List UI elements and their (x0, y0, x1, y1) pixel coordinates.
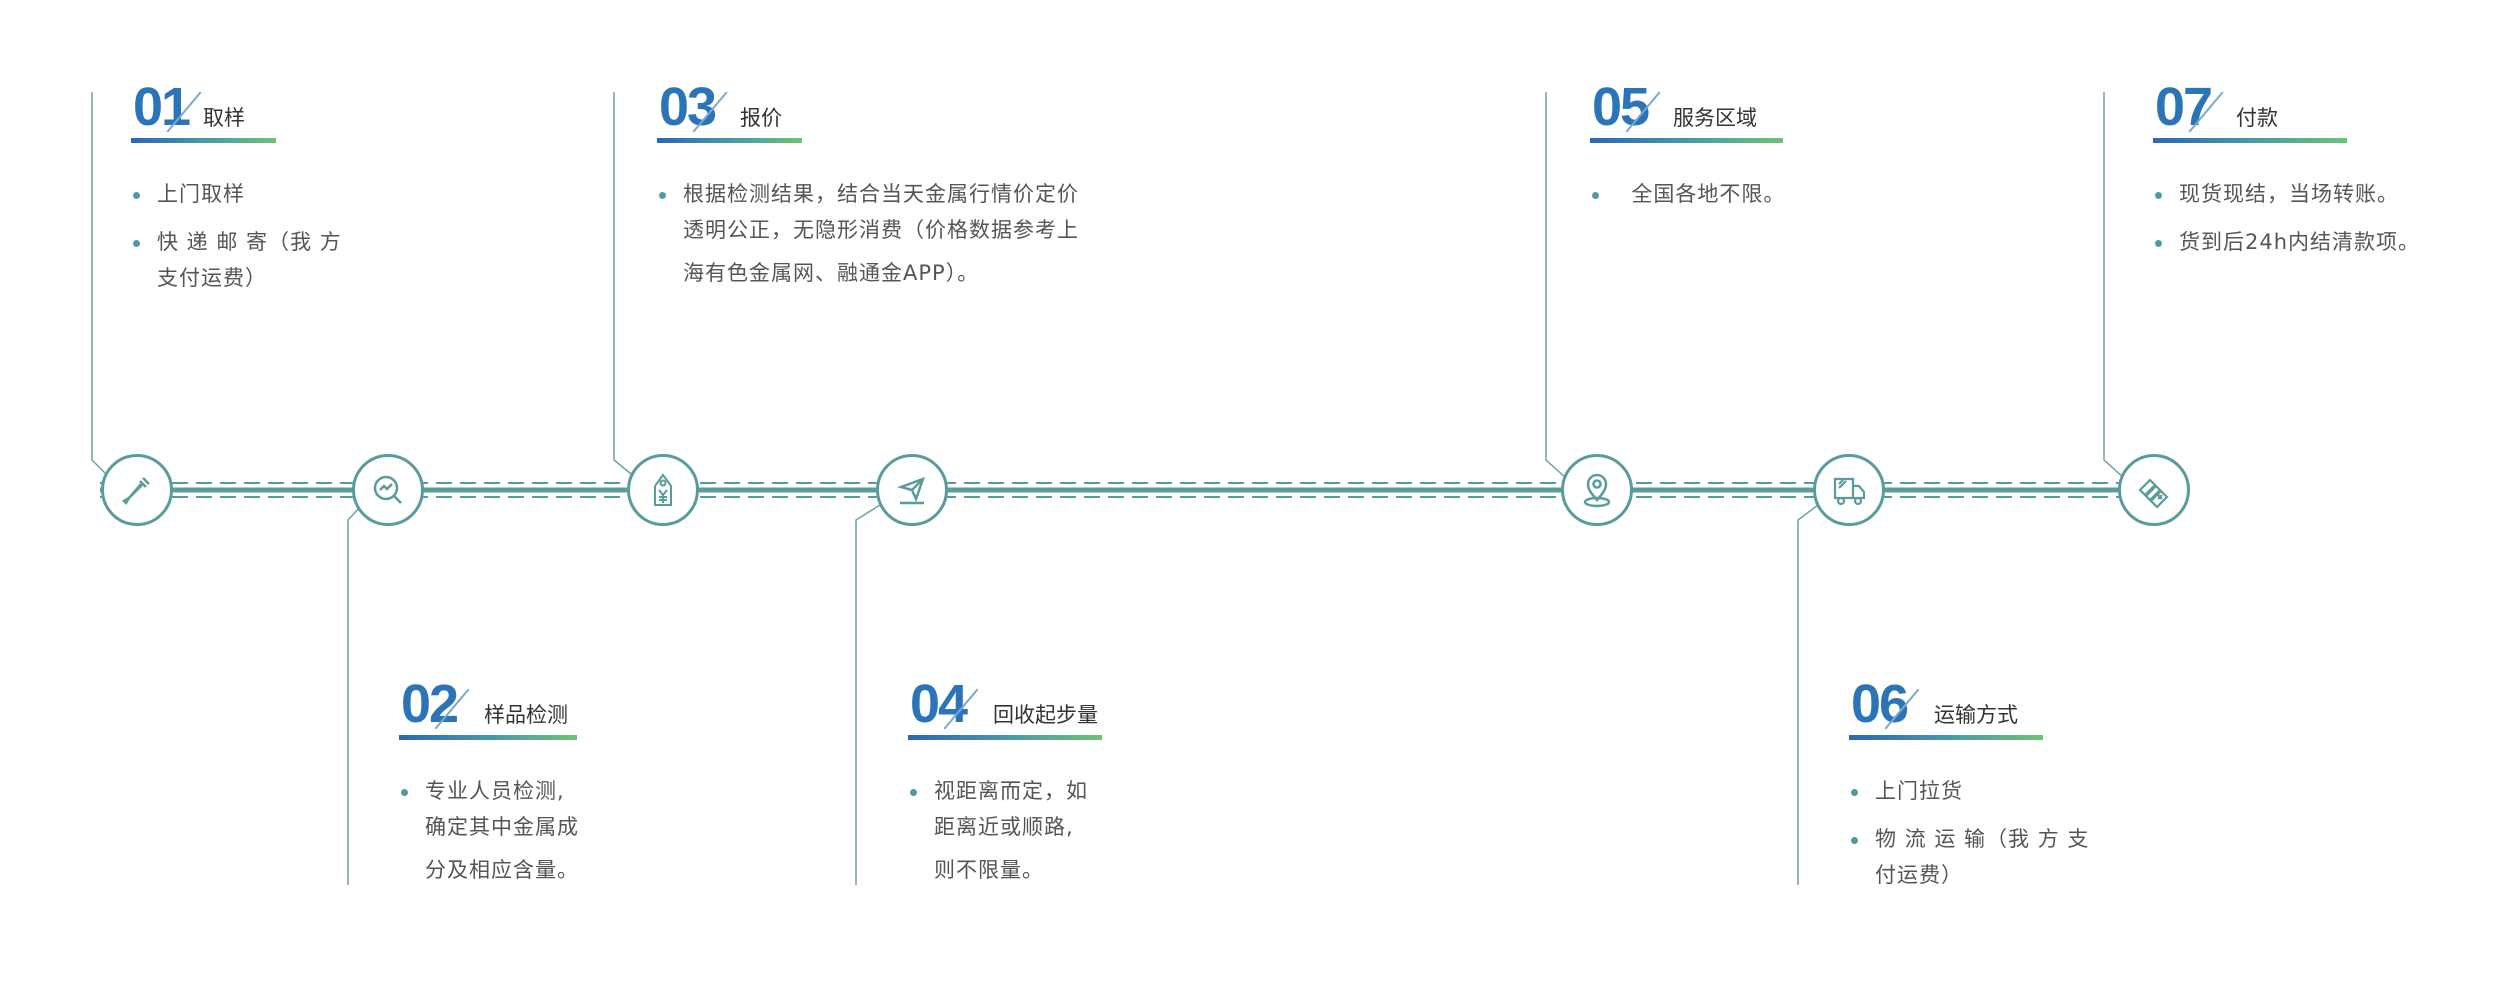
title-underline (399, 735, 577, 740)
step-title: 取样 (203, 106, 245, 130)
step-title: 报价 (740, 106, 782, 130)
step-1: 01 取样 上门取样 快 递 邮 寄（我 方支付运费） (131, 80, 511, 318)
bullet-item: 视距离而定，如距离近或顺路, 则不限量。 (908, 776, 1208, 892)
bullet-text-line: 物 流 运 输（我 方 支 (1875, 827, 2090, 851)
bullet-item: 快 递 邮 寄（我 方支付运费） (131, 227, 511, 300)
step-number: 03 (659, 77, 717, 137)
dropper-icon (121, 477, 150, 506)
step-4: 04 回收起步量 视距离而定，如距离近或顺路, 则不限量。 (908, 677, 1208, 910)
bullet-text-line: 专业人员检测, (425, 779, 565, 803)
cash-icon (2138, 478, 2169, 509)
bullet-text-line: 确定其中金属成 (425, 815, 579, 839)
bullet-item: 上门取样 (131, 179, 511, 209)
step-header: 02 样品检测 (399, 677, 699, 735)
step-number: 06 (1851, 674, 1909, 734)
step-1-icon-circle (101, 454, 173, 526)
step-7: 07 付款 现货现结，当场转账。 货到后24h内结清款项。 (2153, 80, 2493, 275)
title-underline (657, 138, 802, 143)
step-6: 06 运输方式 上门拉货 物 流 运 输（我 方 支付运费） (1849, 677, 2189, 915)
step-3-icon-circle (627, 454, 699, 526)
title-underline (908, 735, 1102, 740)
step-header: 04 回收起步量 (908, 677, 1208, 735)
bullet-item: 物 流 运 输（我 方 支付运费） (1849, 824, 2189, 897)
step-number: 07 (2155, 77, 2213, 137)
title-underline (1590, 138, 1783, 143)
step-header: 03 报价 (657, 80, 1217, 138)
step-header: 05 服务区域 (1590, 80, 1990, 138)
bullet-text-line: 海有色金属网、融通金APP）。 (683, 261, 980, 285)
bullet-text-line: 上门取样 (157, 182, 245, 206)
step-title: 样品检测 (484, 703, 568, 727)
step-header: 06 运输方式 (1849, 677, 2189, 735)
bullet-text-line: 快 递 邮 寄（我 方 (157, 230, 342, 254)
step-title: 付款 (2236, 106, 2278, 130)
bullet-item: 货到后24h内结清款项。 (2153, 227, 2493, 257)
step-number: 04 (910, 674, 968, 734)
title-underline (1849, 735, 2043, 740)
bullet-text-line: 视距离而定，如 (934, 779, 1088, 803)
step-title: 运输方式 (1934, 703, 2018, 727)
step-5-icon-circle (1561, 454, 1633, 526)
step-2: 02 样品检测 专业人员检测, 确定其中金属成分及相应含量。 (399, 677, 699, 910)
bullet-text-line: 付运费） (1875, 863, 1963, 887)
step-6-icon-circle (1813, 454, 1885, 526)
bullet-text-line: 上门拉货 (1875, 779, 1963, 803)
bullet-text-line: 根据检测结果，结合当天金属行情价定价 (683, 182, 1079, 206)
price-tag-icon (654, 473, 672, 506)
truck-icon (1833, 477, 1866, 506)
step-2-icon-circle (352, 454, 424, 526)
bullet-text-line: 全国各地不限。 (1616, 182, 1786, 206)
bullet-text-line: 距离近或顺路, (934, 815, 1074, 839)
step-header: 01 取样 (131, 80, 511, 138)
title-underline (131, 138, 276, 143)
bullet-item: 现货现结，当场转账。 (2153, 179, 2493, 209)
step-4-icon-circle (876, 454, 948, 526)
bullet-item: 上门拉货 (1849, 776, 2189, 806)
bullet-text-line: 则不限量。 (934, 858, 1044, 882)
step-number: 01 (133, 77, 191, 137)
step-5: 05 服务区域 全国各地不限。 (1590, 80, 1990, 227)
bullet-item: 根据检测结果，结合当天金属行情价定价透明公正，无隐形消费（价格数据参考上海有色金… (657, 179, 1217, 295)
step-number: 05 (1592, 77, 1650, 137)
bullet-text-line: 透明公正，无隐形消费（价格数据参考上 (683, 218, 1079, 242)
title-underline (2153, 138, 2347, 143)
bullet-text-line: 分及相应含量。 (425, 858, 579, 882)
bullet-text-line: 现货现结，当场转账。 (2179, 182, 2399, 206)
bullet-item: 全国各地不限。 (1590, 179, 1990, 209)
step-3: 03 报价 根据检测结果，结合当天金属行情价定价透明公正，无隐形消费（价格数据参考… (657, 80, 1217, 313)
step-7-icon-circle (2118, 454, 2190, 526)
bullet-text-line: 支付运费） (157, 266, 267, 290)
search-chart-icon (373, 475, 402, 504)
bullet-item: 专业人员检测, 确定其中金属成分及相应含量。 (399, 776, 699, 892)
step-number: 02 (401, 674, 459, 734)
step-header: 07 付款 (2153, 80, 2493, 138)
step-title: 回收起步量 (993, 703, 1098, 727)
location-pin-icon (1583, 473, 1611, 508)
bullet-text-line: 货到后24h内结清款项。 (2179, 230, 2421, 254)
step-title: 服务区域 (1673, 106, 1757, 130)
send-icon (896, 476, 926, 505)
